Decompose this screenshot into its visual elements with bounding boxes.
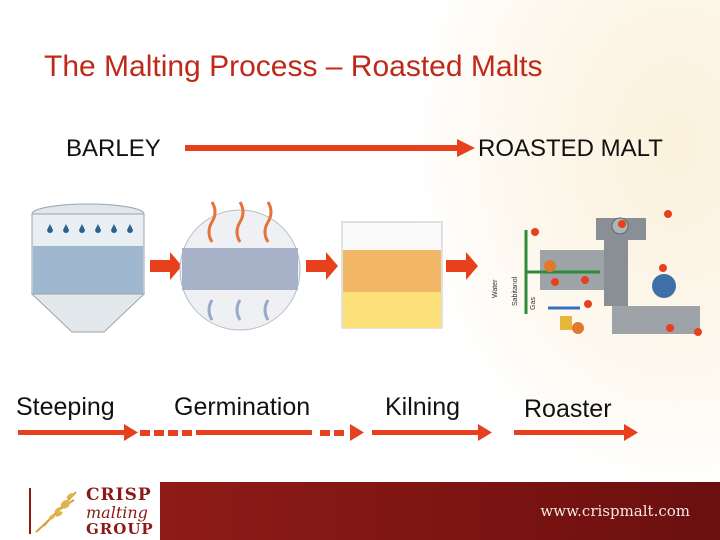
stage-label-steeping: Steeping	[16, 393, 115, 421]
roaster-label-water: Water	[492, 279, 499, 298]
timeline-arrow-kilning	[372, 424, 492, 441]
stage-label-kilning: Kilning	[385, 393, 461, 421]
steep-to-germ-arrow	[150, 252, 182, 280]
kiln-image	[341, 221, 443, 329]
logo-line2: malting	[86, 503, 148, 522]
wheat-logo-icon	[29, 488, 77, 534]
kiln-to-roaster-arrow	[446, 252, 478, 280]
stage-timeline	[18, 424, 638, 441]
roaster-schematic-image	[524, 210, 702, 336]
timeline-dashes-2	[320, 424, 364, 441]
stage-label-germination: Germination	[174, 393, 311, 421]
timeline-dashes-1	[140, 430, 192, 436]
logo-line3: GROUP	[86, 520, 154, 538]
timeline-arrow-roaster	[514, 424, 638, 441]
timeline-arrow-germination	[196, 430, 312, 435]
timeline-arrow-steeping	[18, 424, 138, 441]
barley-label: BARLEY	[66, 135, 161, 162]
stage-label-roaster: Roaster	[524, 395, 612, 423]
logo-line1: CRISP	[86, 485, 152, 505]
germ-to-kiln-arrow	[306, 252, 338, 280]
crisp-malting-logo: CRISP malting GROUP	[86, 487, 154, 538]
footer-band: www.crispmalt.com	[160, 482, 720, 540]
roaster-label-sabitanol: Sabitanol	[512, 276, 519, 306]
footer-url[interactable]: www.crispmalt.com	[540, 502, 690, 520]
slide-title: The Malting Process – Roasted Malts	[44, 50, 543, 83]
steeping-tank-image	[30, 203, 146, 333]
footer: www.crispmalt.com	[0, 482, 720, 540]
germination-vessel-image	[179, 201, 301, 331]
process-illustrations	[30, 201, 702, 336]
roasted-malt-label: ROASTED MALT	[478, 135, 663, 162]
barley-to-roasted-arrow	[185, 139, 475, 157]
roaster-label-gas: Gas	[530, 297, 537, 310]
wheat-background	[420, 0, 720, 480]
